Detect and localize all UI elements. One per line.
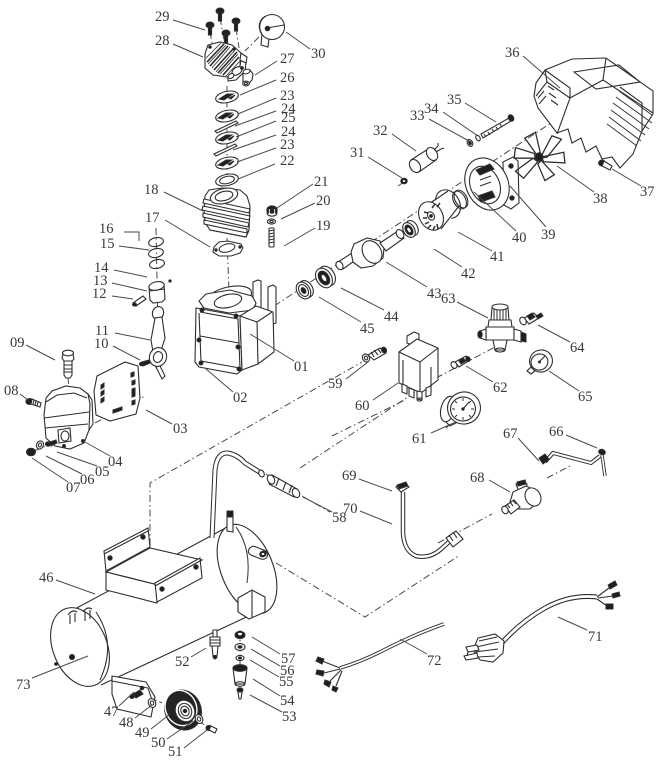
svg-text:12: 12 (92, 286, 107, 302)
svg-text:73: 73 (16, 677, 31, 693)
svg-text:26: 26 (280, 70, 295, 86)
svg-text:50: 50 (151, 735, 166, 751)
svg-text:58: 58 (332, 510, 347, 526)
svg-text:23: 23 (280, 137, 295, 153)
svg-text:49: 49 (135, 725, 150, 741)
svg-text:70: 70 (343, 501, 358, 517)
svg-text:01: 01 (294, 359, 309, 375)
svg-text:09: 09 (10, 335, 25, 351)
svg-text:72: 72 (427, 653, 442, 669)
svg-text:41: 41 (490, 249, 505, 265)
svg-text:65: 65 (578, 389, 593, 405)
svg-text:66: 66 (549, 424, 564, 440)
svg-text:27: 27 (280, 51, 295, 67)
svg-text:11: 11 (95, 323, 109, 339)
svg-text:69: 69 (342, 468, 357, 484)
svg-text:03: 03 (173, 421, 188, 437)
svg-text:38: 38 (593, 191, 608, 207)
svg-text:25: 25 (281, 110, 296, 126)
svg-text:56: 56 (280, 663, 295, 679)
svg-text:39: 39 (541, 227, 556, 243)
svg-text:68: 68 (470, 470, 485, 486)
svg-text:37: 37 (640, 184, 655, 200)
svg-text:05: 05 (95, 464, 110, 480)
svg-text:48: 48 (119, 715, 134, 731)
svg-text:54: 54 (280, 693, 295, 709)
svg-text:43: 43 (427, 286, 442, 302)
svg-text:53: 53 (282, 709, 297, 725)
svg-text:16: 16 (99, 221, 114, 237)
svg-text:21: 21 (314, 174, 329, 190)
svg-text:60: 60 (355, 398, 370, 414)
svg-text:04: 04 (108, 454, 123, 470)
svg-text:14: 14 (94, 260, 109, 276)
svg-text:06: 06 (80, 472, 95, 488)
svg-text:07: 07 (66, 480, 81, 496)
svg-text:32: 32 (373, 123, 388, 139)
svg-text:10: 10 (94, 336, 109, 352)
svg-text:59: 59 (328, 376, 343, 392)
svg-text:33: 33 (410, 108, 425, 124)
svg-text:36: 36 (505, 45, 520, 61)
svg-text:20: 20 (316, 193, 331, 209)
svg-text:24: 24 (281, 101, 296, 117)
svg-text:57: 57 (281, 651, 296, 667)
svg-text:61: 61 (412, 431, 427, 447)
svg-text:23: 23 (280, 88, 295, 104)
svg-text:46: 46 (39, 570, 54, 586)
svg-text:17: 17 (145, 210, 160, 226)
svg-text:30: 30 (311, 46, 326, 62)
svg-text:24: 24 (281, 124, 296, 140)
svg-text:13: 13 (93, 273, 108, 289)
svg-text:19: 19 (316, 218, 331, 234)
svg-text:47: 47 (104, 704, 119, 720)
svg-text:67: 67 (503, 426, 518, 442)
svg-text:45: 45 (360, 321, 375, 337)
svg-text:28: 28 (155, 33, 170, 49)
svg-text:42: 42 (461, 266, 476, 282)
svg-text:62: 62 (493, 380, 508, 396)
svg-text:64: 64 (570, 340, 585, 356)
svg-text:52: 52 (175, 654, 190, 670)
svg-text:71: 71 (588, 629, 603, 645)
svg-text:51: 51 (168, 744, 183, 760)
svg-text:29: 29 (155, 9, 170, 25)
svg-text:55: 55 (279, 674, 294, 690)
svg-text:35: 35 (447, 92, 462, 108)
svg-text:44: 44 (384, 309, 399, 325)
svg-text:02: 02 (233, 390, 248, 406)
svg-text:34: 34 (424, 101, 439, 117)
svg-text:08: 08 (4, 383, 19, 399)
svg-text:31: 31 (350, 145, 365, 161)
svg-text:15: 15 (100, 236, 115, 252)
svg-text:40: 40 (512, 230, 527, 246)
svg-text:18: 18 (144, 182, 159, 198)
svg-text:63: 63 (441, 291, 456, 307)
svg-text:22: 22 (280, 153, 295, 169)
